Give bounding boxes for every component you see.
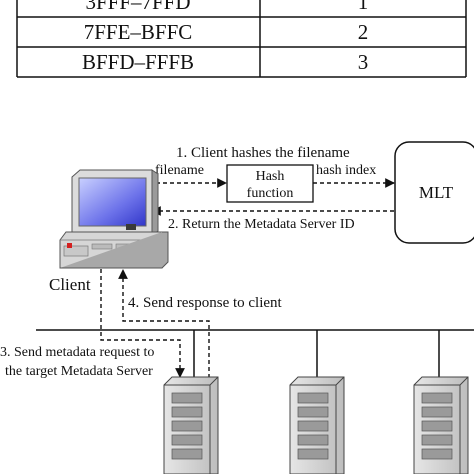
metadata-server-icon — [163, 376, 219, 474]
mlt-box — [394, 141, 474, 244]
table-row-server: 1 — [358, 0, 369, 14]
hash-function-label: function — [247, 186, 294, 201]
filename-label: filename — [155, 163, 204, 178]
table-row-range: BFFD–FFFB — [82, 50, 194, 74]
step1-label: 1. Client hashes the filename — [176, 145, 350, 161]
client-label: Client — [49, 275, 91, 294]
step3-label: the target Metadata Server — [5, 364, 153, 379]
metadata-request-arrow — [100, 269, 185, 378]
response-arrow — [118, 269, 210, 378]
mapping-table: 3FFF–7FFD 1 7FFE–BFFC 2 BFFD–FFFB 3 — [16, 0, 467, 78]
metadata-server-icon — [289, 376, 345, 474]
table-row-server: 3 — [358, 50, 369, 74]
hash-function-label: Hash — [256, 169, 285, 184]
mlt-label: MLT — [419, 183, 454, 202]
hash-function-box — [226, 164, 314, 203]
step3-label: 3. Send metadata request to — [0, 345, 154, 360]
step4-label: 4. Send response to client — [128, 295, 283, 311]
table-row-server: 2 — [358, 20, 369, 44]
client-computer-icon — [59, 169, 169, 269]
table-row-range: 7FFE–BFFC — [84, 20, 193, 44]
metadata-server-icon — [413, 376, 469, 474]
table-row-range: 3FFF–7FFD — [85, 0, 190, 14]
step2-label: 2. Return the Metadata Server ID — [168, 217, 355, 232]
hash-index-label: hash index — [316, 163, 376, 178]
